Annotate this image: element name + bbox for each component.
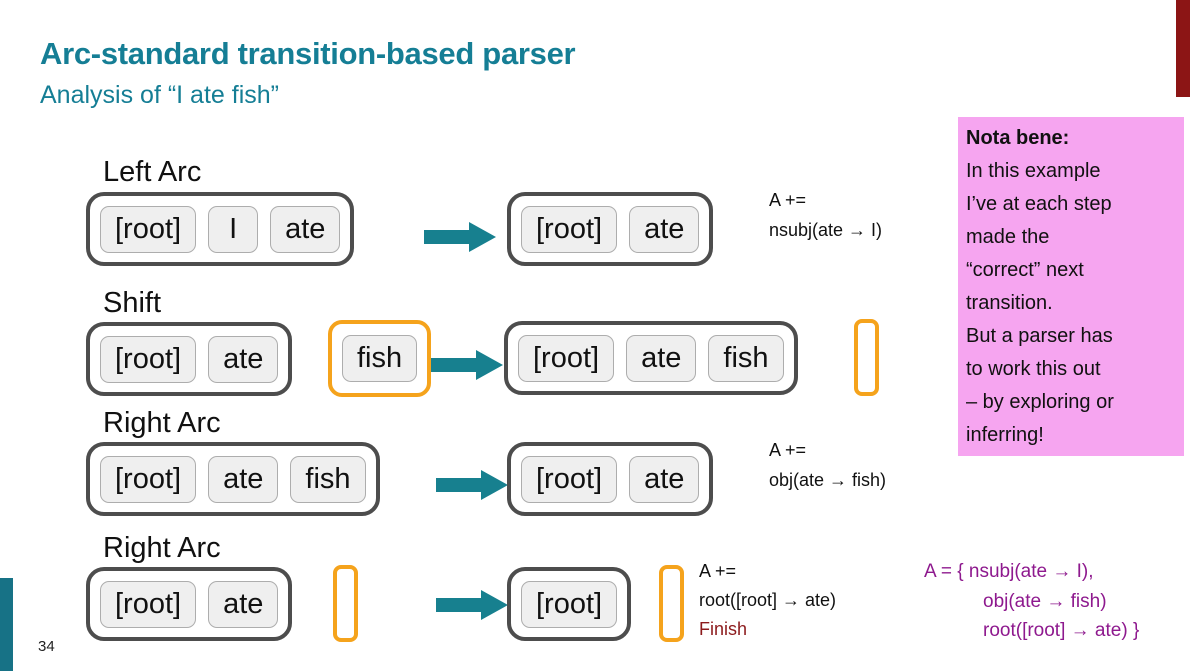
word-chip-ate: ate: [270, 205, 341, 253]
transition-arrow-icon: [436, 470, 508, 500]
arc-set-line: A = { nsubj(ate → I),: [924, 561, 1094, 582]
word-chip-root: [root]: [521, 205, 618, 253]
row2-label: Shift: [103, 287, 162, 319]
annotation-line: A +=: [769, 190, 807, 210]
row4-left-stack: [root] ate: [86, 567, 293, 641]
row2-right-stack: [root] ate fish: [504, 321, 798, 395]
accent-bar-bottom-left: [0, 578, 13, 671]
word-chip-ate: ate: [208, 335, 279, 383]
row3-left-stack: [root] ate fish: [86, 442, 380, 516]
word-chip-ate: ate: [629, 205, 700, 253]
arc-set-line: obj(ate → fish): [983, 590, 1107, 612]
nota-bene-line: “correct” next: [966, 259, 1084, 281]
page-title: Arc-standard transition-based parser: [40, 36, 576, 71]
row4-empty-buffer-box-left: [333, 565, 358, 642]
word-chip-ate: ate: [629, 455, 700, 503]
word-chip-root: [root]: [100, 205, 197, 253]
word-chip-fish: fish: [342, 335, 418, 382]
nota-bene-line: But a parser has: [966, 325, 1113, 347]
word-chip-ate: ate: [208, 580, 279, 628]
row4-annotation: A += root([root] → ate) Finish: [699, 557, 836, 644]
word-chip-fish: fish: [290, 455, 366, 503]
word-chip-root: [root]: [100, 335, 197, 383]
row4-empty-buffer-box-right: [659, 565, 684, 642]
word-chip-root: [root]: [100, 580, 197, 628]
row2-left-stack: [root] ate: [86, 322, 293, 396]
word-chip-ate: ate: [208, 455, 279, 503]
row1-annotation: A += nsubj(ate → I): [769, 185, 882, 245]
row4-right-stack: [root]: [507, 567, 632, 641]
annotation-line: obj(ate → fish): [769, 470, 887, 490]
arc-set-line: root([root] → ate) }: [983, 620, 1140, 641]
transition-arrow-icon: [431, 350, 503, 380]
row2-buffer-box: fish: [328, 320, 432, 397]
word-chip-root: [root]: [521, 580, 618, 628]
transition-arrow-icon: [424, 222, 496, 252]
nota-bene-line: – by exploring or: [966, 391, 1114, 413]
nota-bene-box: Nota bene: In this example I’ve at each …: [958, 117, 1184, 456]
word-chip-fish: fish: [708, 334, 784, 382]
transition-arrow-icon: [436, 590, 508, 620]
page-number: 34: [38, 638, 55, 655]
row2-empty-buffer-box: [854, 319, 879, 396]
word-chip-root: [root]: [518, 334, 615, 382]
row3-annotation: A += obj(ate → fish): [769, 435, 886, 495]
word-chip-root: [root]: [100, 455, 197, 503]
nota-bene-line: to work this out: [966, 358, 1101, 380]
nota-bene-line: I’ve at each step: [966, 193, 1112, 215]
word-chip-i: I: [208, 205, 259, 253]
word-chip-root: [root]: [521, 455, 618, 503]
accent-bar-top-right: [1176, 0, 1190, 97]
annotation-line: nsubj(ate → I): [769, 220, 883, 240]
word-chip-ate: ate: [626, 334, 697, 382]
annotation-line: root([root] → ate): [699, 590, 837, 610]
row3-label: Right Arc: [103, 407, 221, 439]
arc-set-summary: A = { nsubj(ate → I), obj(ate → fish) ro…: [924, 557, 1139, 646]
nota-bene-line: made the: [966, 226, 1050, 248]
nota-bene-line: In this example: [966, 160, 1101, 182]
nota-bene-line: inferring!: [966, 424, 1044, 446]
row4-label: Right Arc: [103, 532, 221, 564]
row1-right-stack: [root] ate: [507, 192, 714, 266]
annotation-line: A +=: [699, 561, 737, 581]
row1-left-stack: [root] I ate: [86, 192, 355, 266]
annotation-line: A +=: [769, 440, 807, 460]
nota-bene-heading: Nota bene:: [966, 127, 1070, 149]
row1-label: Left Arc: [103, 156, 202, 188]
nota-bene-line: transition.: [966, 292, 1053, 314]
page-subtitle: Analysis of “I ate fish”: [40, 81, 279, 109]
finish-label: Finish: [699, 619, 748, 639]
row3-right-stack: [root] ate: [507, 442, 714, 516]
